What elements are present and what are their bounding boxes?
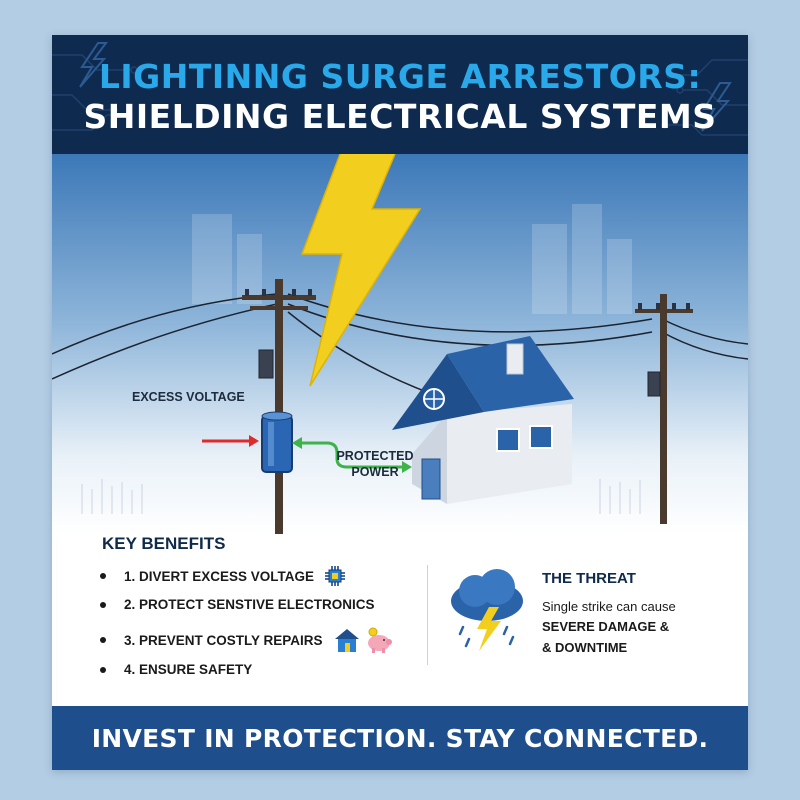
protected-power-label: PROTECTED POWER	[320, 448, 430, 480]
bullet-icon	[100, 637, 106, 643]
title-line-2: SHIELDING ELECTRICAL SYSTEMS	[83, 97, 717, 136]
infographic-card: LIGHTINNG SURGE ARRESTORS: SHIELDING ELE…	[52, 35, 748, 770]
protected-power-arrow	[292, 437, 412, 473]
house-illustration	[392, 336, 574, 504]
benefit-item: 3. PREVENT COSTLY REPAIRS	[100, 627, 393, 653]
benefit-label: 2. PROTECT SENSTIVE ELECTRONICS	[124, 597, 375, 612]
power-line-scene	[52, 154, 748, 534]
benefit-item: 2. PROTECT SENSTIVE ELECTRONICS	[100, 597, 375, 612]
threat-title: THE THREAT	[542, 570, 636, 587]
protected-power-line2: POWER	[351, 465, 399, 479]
house-icon	[334, 629, 359, 652]
lightning-bolt-icon	[701, 82, 732, 132]
benefit-label: 3. PREVENT COSTLY REPAIRS	[124, 632, 323, 648]
ground-circuit-decoration	[81, 479, 641, 514]
chip-icon	[325, 566, 346, 586]
header-banner: LIGHTINNG SURGE ARRESTORS: SHIELDING ELE…	[52, 35, 748, 154]
benefit-item: 1. DIVERT EXCESS VOLTAGE	[100, 565, 346, 587]
footer-banner: INVEST IN PROTECTION. STAY CONNECTED.	[52, 706, 748, 770]
benefit-label: 4. ENSURE SAFETY	[124, 662, 253, 677]
threat-line-3: & DOWNTIME	[542, 640, 628, 655]
lightning-bolt-icon	[79, 42, 108, 88]
bullet-icon	[100, 601, 106, 608]
excess-voltage-arrow	[202, 435, 259, 447]
threat-line-2: SEVERE DAMAGE &	[542, 619, 670, 634]
threat-line-1: Single strike can cause	[542, 599, 676, 614]
piggy-bank-icon	[367, 627, 392, 653]
city-silhouette	[192, 204, 632, 314]
section-divider	[427, 565, 428, 665]
bullet-icon	[100, 666, 106, 673]
excess-voltage-label: EXCESS VOLTAGE	[132, 390, 245, 404]
bullet-icon	[100, 573, 106, 579]
footer-tagline: INVEST IN PROTECTION. STAY CONNECTED.	[91, 724, 709, 753]
right-utility-pole	[635, 294, 693, 524]
lightning-strike-icon	[300, 154, 422, 387]
benefit-label: 1. DIVERT EXCESS VOLTAGE	[124, 568, 315, 584]
key-benefits-title: KEY BENEFITS	[102, 534, 226, 553]
title-line-1: LIGHTINNG SURGE ARRESTORS:	[98, 57, 702, 96]
surge-arrestor	[261, 411, 293, 473]
left-utility-pole	[242, 279, 316, 534]
benefit-item: 4. ENSURE SAFETY	[100, 662, 252, 677]
protected-power-line1: PROTECTED	[336, 449, 414, 463]
storm-cloud-icon	[451, 569, 523, 651]
circuit-pattern-decoration	[52, 42, 748, 136]
